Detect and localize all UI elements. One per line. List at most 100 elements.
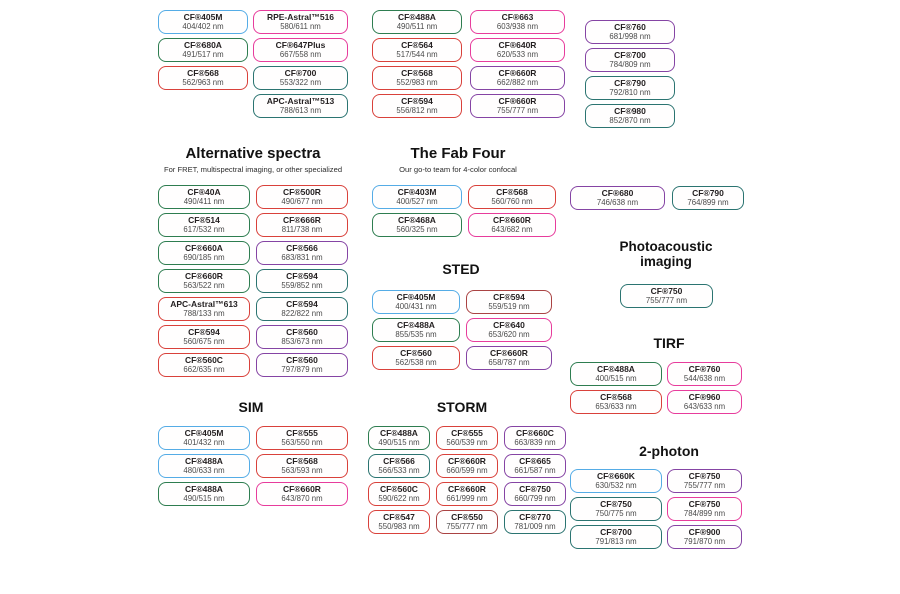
sim-title: SIM [238,399,264,415]
dye-box-two-photon-1: CF®750 755/777 nm [667,469,742,493]
dye-box-two-photon-2: CF®750 750/775 nm [570,497,662,521]
dye-box-alternative-spectra-6: CF®660R 563/522 nm [158,269,250,293]
dye-excitation-emission: 660/799 nm [514,494,556,504]
dye-name: CF®960 [688,392,721,403]
dye-name: CF®555 [286,428,318,439]
dye-box-alternative-spectra-5: CF®566 683/831 nm [256,241,348,265]
dye-box-sim-1: CF®555 563/550 nm [256,426,348,450]
dye-excitation-emission: 560/325 nm [396,225,438,235]
dye-name: CF®750 [650,286,683,297]
dye-name: CF®750 [519,484,551,495]
dye-name: CF®547 [383,512,415,523]
dye-box-top-group-1-2: CF®568 562/963 nm [158,66,248,90]
dye-box-sted-0: CF®405M 400/431 nm [372,290,460,314]
dye-name: CF®700 [600,527,632,538]
dye-name: CF®560C [380,484,418,495]
dye-excitation-emission: 630/532 nm [595,481,637,491]
dye-excitation-emission: 400/431 nm [395,302,437,312]
dye-excitation-emission: 560/760 nm [491,197,533,207]
dye-box-alternative-spectra-9: CF®594 822/822 nm [256,297,348,321]
dye-excitation-emission: 552/983 nm [396,78,438,88]
dye-excitation-emission: 750/775 nm [595,509,637,519]
dye-box-photoacoustic-0: CF®750 755/777 nm [620,284,713,308]
dye-excitation-emission: 556/812 nm [396,106,438,116]
dye-name: CF®640R [498,40,537,51]
dye-excitation-emission: 822/822 nm [281,309,323,319]
dye-excitation-emission: 791/813 nm [595,537,637,547]
dye-box-sted-2: CF®488A 855/535 nm [372,318,460,342]
dye-name: CF®594 [401,96,433,107]
dye-excitation-emission: 490/411 nm [183,197,225,207]
dye-excitation-emission: 643/633 nm [683,402,726,412]
dye-excitation-emission: 620/533 nm [496,50,539,60]
dye-excitation-emission: 603/938 nm [496,22,539,32]
dye-box-top-group-3-0: CF®488A 490/511 nm [372,10,462,34]
dye-excitation-emission: 653/620 nm [488,330,530,340]
dye-name: CF®488A [398,12,436,23]
dye-name: CF®980 [614,106,646,117]
dye-box-tirf-2: CF®568 653/633 nm [570,390,662,414]
dye-name: CF®680 [601,188,634,199]
dye-name: CF®660R [490,348,528,359]
dye-name: CF®790 [692,188,724,199]
dye-box-top-group-2-1: CF®647Plus 667/558 nm [253,38,348,62]
dye-name: CF®660C [516,428,554,439]
dye-name: CF®660R [283,484,321,495]
two-photon-title: 2-photon [639,443,699,459]
dye-box-fab-four-0: CF®403M 400/527 nm [372,185,462,209]
dye-box-storm-2: CF®660C 663/839 nm [504,426,566,450]
dye-box-alternative-spectra-4: CF®660A 690/185 nm [158,241,250,265]
dye-name: CF®405M [184,428,224,439]
dye-name: CF®488A [397,320,435,331]
dye-excitation-emission: 563/522 nm [183,281,225,291]
dye-name: CF®660R [498,68,537,79]
dye-box-two-photon-5: CF®900 791/870 nm [667,525,742,549]
alternative-spectra-title: Alternative spectra [185,145,321,162]
dye-name: CF®405M [396,292,436,303]
dye-box-tirf-1: CF®760 544/638 nm [667,362,742,386]
photoacoustic-title: Photoacoustic imaging [619,239,713,269]
dye-name: CF®594 [286,271,318,282]
dye-box-tirf-3: CF®960 643/633 nm [667,390,742,414]
dye-name: CF®560 [286,327,318,338]
dye-excitation-emission: 617/532 nm [183,225,225,235]
dye-name: CF®660R [448,484,486,495]
dye-excitation-emission: 559/519 nm [488,302,530,312]
dye-name: CF®568 [600,392,632,403]
dye-name: CF®488A [380,428,418,439]
dye-name: CF®647Plus [275,40,326,51]
dye-excitation-emission: 662/635 nm [183,365,225,375]
dye-excitation-emission: 658/787 nm [488,358,530,368]
dye-excitation-emission: 400/527 nm [396,197,438,207]
dye-box-top-group-5-0: CF®760 681/998 nm [585,20,675,44]
dye-box-top-group-4-3: CF®660R 755/777 nm [470,94,565,118]
dye-box-top-group-5-3: CF®980 852/870 nm [585,104,675,128]
dye-excitation-emission: 784/809 nm [609,60,651,70]
dye-excitation-emission: 853/673 nm [281,337,323,347]
dye-name: CF®568 [286,456,318,467]
dye-box-alternative-spectra-12: CF®560C 662/635 nm [158,353,250,377]
dye-box-sted-3: CF®640 653/620 nm [466,318,552,342]
dye-box-fab-four-1: CF®568 560/760 nm [468,185,556,209]
storm-title: STORM [436,399,488,415]
dye-excitation-emission: 490/515 nm [378,438,420,448]
dye-name: CF®500R [283,187,321,198]
dye-excitation-emission: 683/831 nm [281,253,323,263]
dye-excitation-emission: 517/544 nm [396,50,438,60]
dye-name: CF®566 [383,456,415,467]
dye-box-top-group-5-2: CF®790 792/810 nm [585,76,675,100]
dye-name: CF®560C [185,355,223,366]
fab-four-title: The Fab Four [410,145,506,162]
fab-four-subtitle: Our go-to team for 4-color confocal [399,165,517,174]
dye-box-nir-pair-1: CF®790 764/899 nm [672,186,744,210]
dye-name: CF®594 [286,299,318,310]
dye-box-storm-1: CF®555 560/539 nm [436,426,498,450]
dye-excitation-emission: 590/622 nm [378,494,420,504]
dye-excitation-emission: 690/185 nm [183,253,225,263]
dye-box-top-group-2-2: CF®700 553/322 nm [253,66,348,90]
dye-name: CF®660K [597,471,635,482]
dye-box-top-group-4-2: CF®660R 662/882 nm [470,66,565,90]
dye-excitation-emission: 784/899 nm [683,509,726,519]
dye-excitation-emission: 764/899 nm [687,198,729,208]
